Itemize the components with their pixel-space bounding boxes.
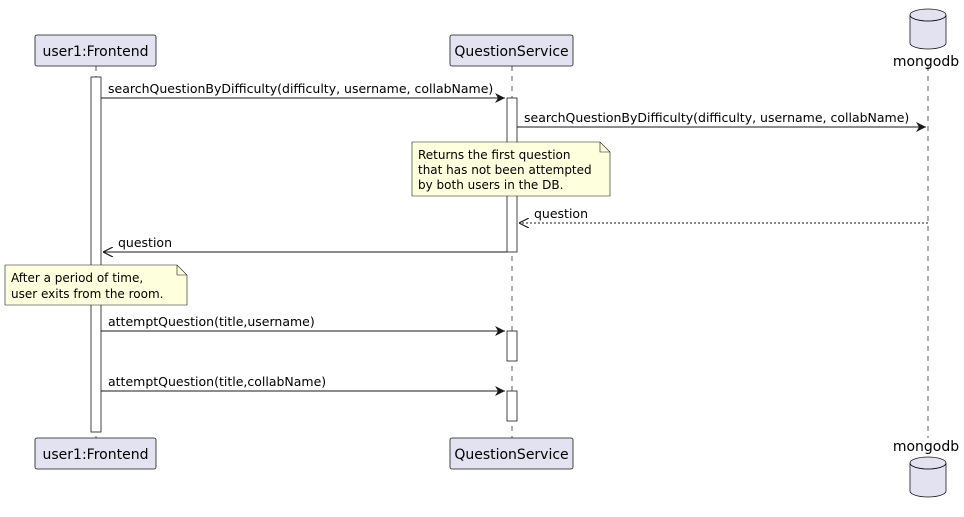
message-search-to-service: searchQuestionByDifficulty(difficulty, u… (101, 81, 505, 103)
database-icon (909, 8, 947, 50)
participant-label: user1:Frontend (43, 44, 149, 60)
database-icon (909, 456, 947, 498)
service-activation-bar (506, 330, 518, 362)
participant-service-top: QuestionService (449, 34, 574, 67)
participant-frontend-bottom: user1:Frontend (34, 437, 157, 470)
message-label: question (534, 206, 588, 221)
note-line: user exits from the room. (11, 287, 163, 301)
message-label: searchQuestionByDifficulty(difficulty, u… (524, 110, 909, 125)
participant-label: mongodb (893, 439, 959, 455)
participant-label: mongodb (893, 54, 959, 70)
participant-service-bottom: QuestionService (449, 437, 574, 470)
message-question-return-to-frontend: question (103, 235, 507, 252)
participant-label: QuestionService (454, 447, 568, 463)
frontend-activation-bar (90, 76, 102, 433)
note-line: After a period of time, (11, 271, 143, 285)
participant-frontend-top: user1:Frontend (34, 34, 157, 67)
note-line: that has not been attempted (418, 163, 592, 177)
note-line: by both users in the DB. (418, 178, 563, 192)
note-db-query: Returns the first question that has not … (411, 141, 611, 197)
note-user-exits: After a period of time, user exits from … (4, 264, 188, 306)
message-label: question (118, 235, 172, 250)
participant-label: QuestionService (454, 44, 568, 60)
message-label: attemptQuestion(title,username) (108, 314, 315, 329)
participant-db-top: mongodb (893, 8, 959, 70)
service-activation-bar (506, 390, 518, 422)
note-line: Returns the first question (418, 148, 571, 162)
message-label: searchQuestionByDifficulty(difficulty, u… (108, 81, 493, 96)
message-attempt-question-collabname: attemptQuestion(title,collabName) (101, 374, 505, 396)
message-label: attemptQuestion(title,collabName) (108, 374, 326, 389)
participant-db-bottom: mongodb (893, 439, 959, 498)
participant-label: user1:Frontend (43, 447, 149, 463)
message-attempt-question-username: attemptQuestion(title,username) (101, 314, 505, 336)
message-search-to-db: searchQuestionByDifficulty(difficulty, u… (517, 110, 926, 132)
message-question-return-from-db: question (519, 206, 928, 223)
